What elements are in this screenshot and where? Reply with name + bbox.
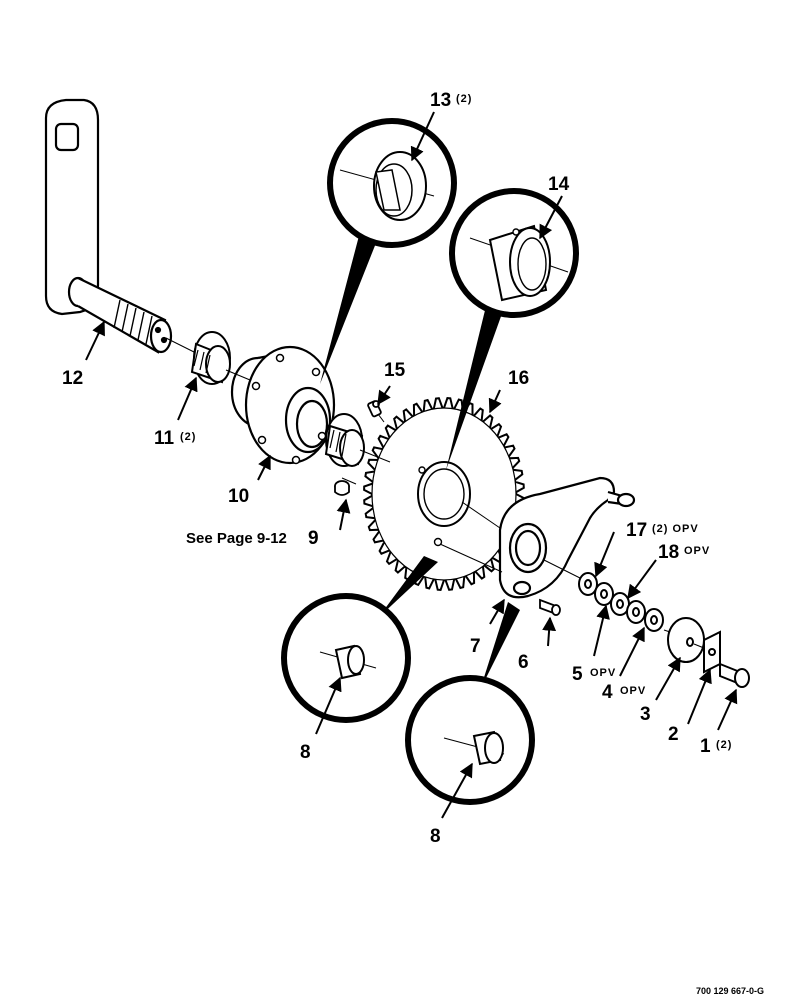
callout-2: 2: [668, 724, 679, 745]
bearing-cone-part-11: [190, 331, 231, 385]
sprocket-part-16: [363, 397, 525, 591]
detail-circle-8-lower: [405, 602, 535, 805]
callout-8-upper: 8: [300, 742, 311, 763]
callout-14: 14: [548, 174, 570, 195]
callout-4: 4: [602, 682, 613, 703]
callout-17-note: (2) OPV: [652, 523, 699, 535]
detail-circle-8-upper: [281, 556, 438, 723]
callout-5-note: OPV: [590, 667, 616, 679]
callout-8-lower: 8: [430, 826, 441, 847]
arm-shaft-part-12: [44, 98, 173, 354]
callout-13: 13: [430, 90, 451, 111]
leader-arrows: [85, 111, 738, 819]
lock-plate-part-2: [703, 630, 721, 674]
callout-10: 10: [228, 486, 249, 507]
callout-16: 16: [508, 368, 529, 389]
callout-4-note: OPV: [620, 685, 646, 697]
washers-parts-17-18-5-4: [578, 572, 664, 632]
bolt-part-6: [539, 598, 561, 616]
callout-18-note: OPV: [684, 545, 710, 557]
callout-7: 7: [470, 636, 481, 657]
callout-1-note: (2): [716, 739, 732, 751]
drawing-code: 700 129 667-0-G: [696, 986, 764, 996]
callout-18: 18: [658, 542, 679, 563]
reference-note: See Page 9-12: [186, 530, 287, 547]
callout-13-note: (2): [456, 93, 472, 105]
callout-1: 1: [700, 736, 711, 757]
bearing-cone-part-11-second: [324, 413, 365, 467]
callout-6: 6: [518, 652, 529, 673]
callout-3: 3: [640, 704, 651, 725]
detail-circle-13: [320, 118, 457, 384]
callout-11-note: (2): [180, 431, 196, 443]
callout-12: 12: [62, 368, 83, 389]
washer-part-3: [667, 617, 705, 663]
callout-17: 17: [626, 520, 647, 541]
idler-arm-part-7: [498, 476, 636, 599]
callout-9: 9: [308, 528, 319, 549]
callout-labels: 12 11 (2) 10 13 (2) 14 15 16 See Page 9-…: [62, 90, 764, 996]
hub-part-10: [230, 345, 336, 465]
callout-5: 5: [572, 664, 583, 685]
callout-11: 11: [154, 428, 175, 449]
fitting-part-9: [334, 480, 350, 496]
center-lines: [165, 337, 705, 649]
detail-circle-14: [446, 188, 579, 470]
bolt-part-1: [719, 662, 750, 688]
callout-15: 15: [384, 360, 406, 381]
